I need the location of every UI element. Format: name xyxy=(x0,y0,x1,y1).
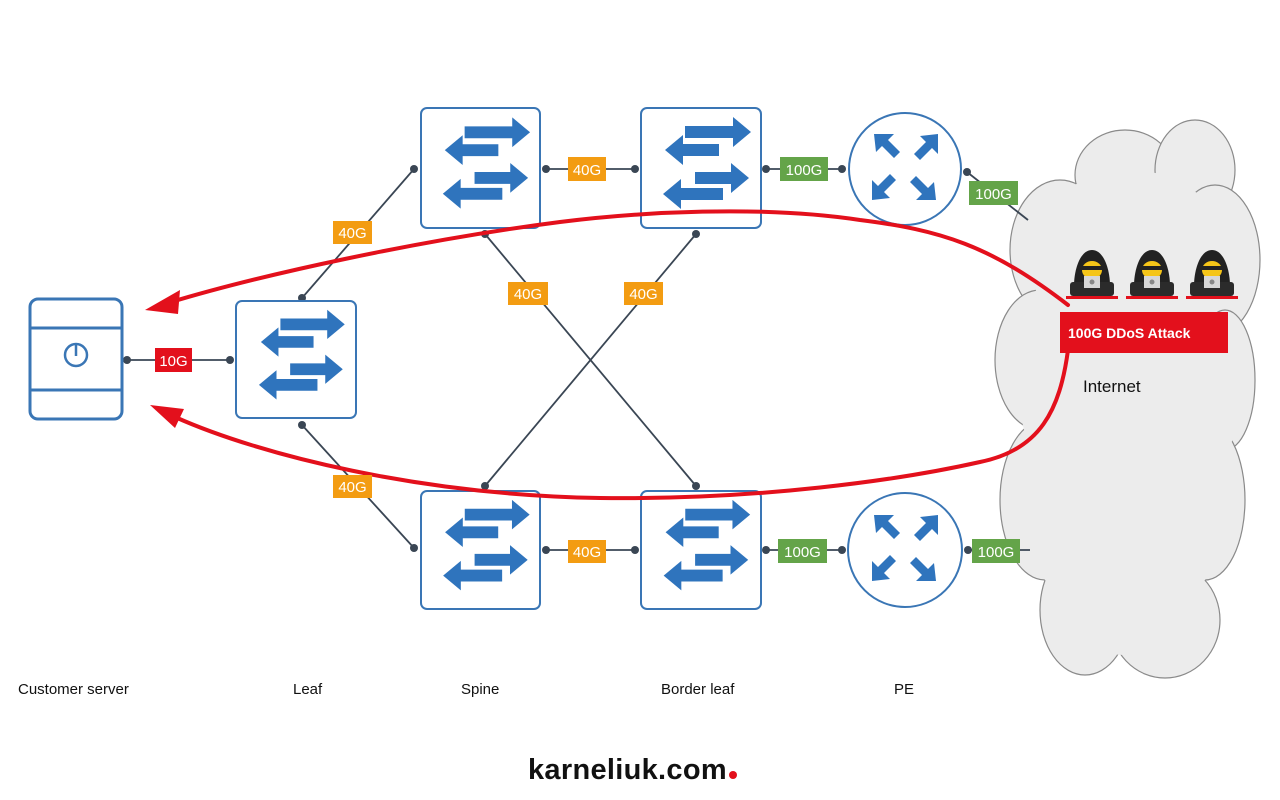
logo-dot-icon xyxy=(728,771,737,779)
badge-pe-internet-bottom: 100G xyxy=(972,539,1020,563)
tier-label-border-leaf: Border leaf xyxy=(661,681,735,698)
link-speed-label: 40G xyxy=(629,286,657,303)
spine-switch-top xyxy=(420,107,541,229)
attack-path-bottom xyxy=(173,348,1070,501)
link-badges: 10G 40G 40G 40G 40G 40G 40G 100G xyxy=(155,157,1020,563)
badge-leaf-spine-top: 40G xyxy=(333,221,372,244)
badge-spine-border-bottom: 40G xyxy=(568,540,606,563)
logo-text: karneliuk.com xyxy=(528,754,727,786)
attack-path-top xyxy=(166,209,1070,307)
pe-router-bottom xyxy=(847,492,963,608)
attack-label: 100G DDoS Attack xyxy=(1068,325,1191,341)
attack-arrowhead-bottom xyxy=(150,405,184,428)
badge-pe-internet-top: 100G xyxy=(969,181,1018,205)
tier-label-spine: Spine xyxy=(461,681,500,698)
leaf-switch xyxy=(235,300,357,419)
badge-cross-right: 40G xyxy=(624,282,663,305)
badge-border-pe-bottom: 100G xyxy=(778,539,827,563)
link-speed-label: 100G xyxy=(784,544,821,561)
attack-paths xyxy=(166,209,1070,501)
internet-cloud: Internet xyxy=(994,119,1261,679)
badge-cross-left: 40G xyxy=(508,282,548,305)
link-speed-label: 40G xyxy=(338,479,366,496)
brand-logo: karneliuk.com xyxy=(528,754,737,787)
link-speed-label: 100G xyxy=(786,162,823,179)
badge-spine-border-top: 40G xyxy=(568,157,606,181)
border-leaf-switch-bottom xyxy=(640,490,762,610)
badge-server-leaf: 10G xyxy=(155,348,192,372)
border-leaf-switch-top xyxy=(640,107,762,229)
link-speed-label: 100G xyxy=(978,544,1015,561)
attack-arrowhead-top xyxy=(145,290,180,314)
link-speed-label: 40G xyxy=(573,162,601,179)
ddos-attack-banner: 100G DDoS Attack xyxy=(1060,312,1228,353)
tier-label-customer-server: Customer server xyxy=(18,681,129,698)
badge-leaf-spine-bottom: 40G xyxy=(333,475,372,498)
customer-server xyxy=(28,297,124,421)
tier-label-pe: PE xyxy=(894,681,915,698)
server-power-icon xyxy=(63,342,89,368)
spine-switch-bottom xyxy=(420,490,541,610)
link-speed-label: 10G xyxy=(159,353,187,370)
link-speed-label: 40G xyxy=(573,544,601,561)
badge-border-pe-top: 100G xyxy=(780,157,828,181)
link-speed-label: 40G xyxy=(338,225,366,242)
link-speed-label: 100G xyxy=(975,186,1012,203)
pe-router-top xyxy=(848,112,962,226)
attack-arrowheads xyxy=(145,290,184,428)
tier-label-leaf: Leaf xyxy=(293,681,323,698)
link-speed-label: 40G xyxy=(514,286,542,303)
attackers xyxy=(1066,250,1238,299)
internet-label: Internet xyxy=(1083,377,1141,396)
